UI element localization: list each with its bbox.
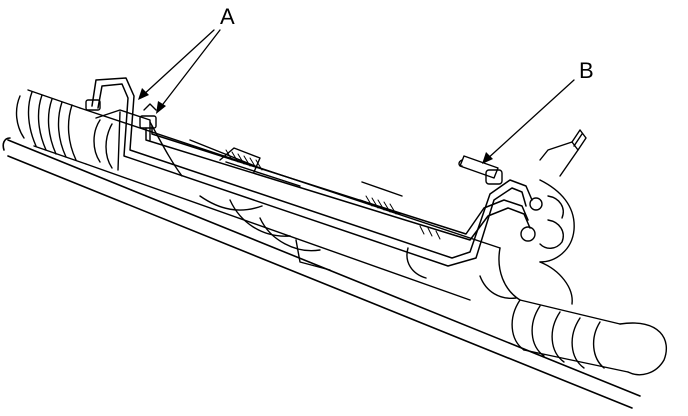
callout-leaders bbox=[141, 29, 575, 161]
rack-shaft bbox=[2, 137, 641, 409]
fluid-lines bbox=[91, 77, 533, 267]
pinion-valve-housing bbox=[479, 129, 587, 305]
callout-label-a: A bbox=[220, 4, 235, 29]
callout-label-b: B bbox=[579, 58, 594, 83]
line-fittings-a bbox=[85, 99, 157, 129]
callout-arrowheads bbox=[138, 88, 493, 164]
line-fitting-b bbox=[458, 155, 543, 242]
rack-housing bbox=[79, 107, 501, 301]
right-boot bbox=[511, 299, 668, 376]
housing-hatching bbox=[225, 149, 441, 240]
left-boot bbox=[15, 89, 87, 165]
